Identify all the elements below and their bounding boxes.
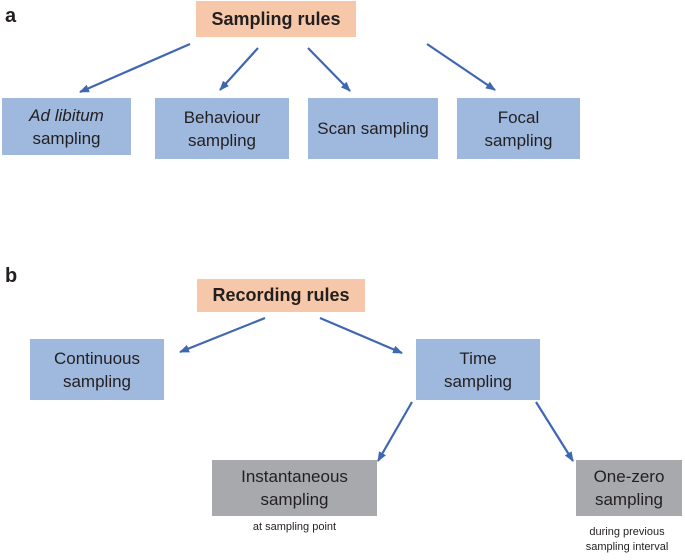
behaviour-sampling-box: Behaviour sampling bbox=[155, 98, 289, 159]
arrow-time-to-onezero bbox=[535, 401, 574, 462]
focal-label: Focal bbox=[497, 107, 540, 127]
instantaneous-caption: at sampling point bbox=[252, 521, 337, 533]
time-label: Time bbox=[459, 348, 497, 368]
behaviour-sampling-label: sampling bbox=[187, 130, 257, 150]
arrow-recording-to-continuous bbox=[179, 316, 266, 354]
arrow-sampling-to-focal bbox=[426, 43, 496, 91]
one-zero-caption: during previous sampling interval bbox=[570, 525, 684, 555]
continuous-sampling-label: sampling bbox=[62, 371, 132, 391]
scan-sampling-label: Scan sampling bbox=[317, 119, 429, 138]
sampling-rules-header: Sampling rules bbox=[196, 1, 356, 37]
one-zero-sampling-label: sampling bbox=[594, 490, 664, 509]
one-zero-caption-line2: sampling interval bbox=[585, 541, 669, 553]
arrow-sampling-to-adlibitum bbox=[79, 42, 191, 94]
continuous-sampling-box: Continuous sampling bbox=[30, 339, 164, 400]
time-sampling-label: sampling bbox=[443, 371, 513, 391]
one-zero-caption-line1: during previous bbox=[589, 526, 665, 538]
instantaneous-label: Instantaneous bbox=[241, 467, 348, 486]
focal-sampling-box: Focal sampling bbox=[457, 98, 580, 159]
arrow-sampling-to-behaviour bbox=[219, 47, 259, 91]
one-zero-label: One-zero bbox=[593, 467, 665, 486]
time-sampling-box: Time sampling bbox=[416, 339, 540, 400]
behaviour-label: Behaviour bbox=[183, 107, 261, 127]
instantaneous-sampling-box: Instantaneous sampling bbox=[212, 460, 377, 516]
ad-libitum-label: Ad libitum bbox=[29, 105, 104, 125]
continuous-label: Continuous bbox=[53, 348, 140, 368]
arrow-time-to-instantaneous bbox=[377, 401, 413, 462]
scan-sampling-box: Scan sampling bbox=[308, 98, 438, 159]
ad-libitum-sampling-label: sampling bbox=[32, 128, 101, 148]
focal-sampling-label: sampling bbox=[484, 130, 553, 150]
ad-libitum-sampling-box: Ad libitum sampling bbox=[2, 98, 131, 155]
instantaneous-sampling-label: sampling bbox=[260, 490, 329, 509]
one-zero-sampling-box: One-zero sampling bbox=[576, 460, 682, 516]
arrow-recording-to-time bbox=[319, 316, 403, 355]
recording-rules-header: Recording rules bbox=[197, 279, 365, 312]
arrow-sampling-to-scan bbox=[307, 47, 351, 92]
panel-label-b: b bbox=[5, 265, 18, 287]
panel-label-a: a bbox=[5, 5, 17, 27]
